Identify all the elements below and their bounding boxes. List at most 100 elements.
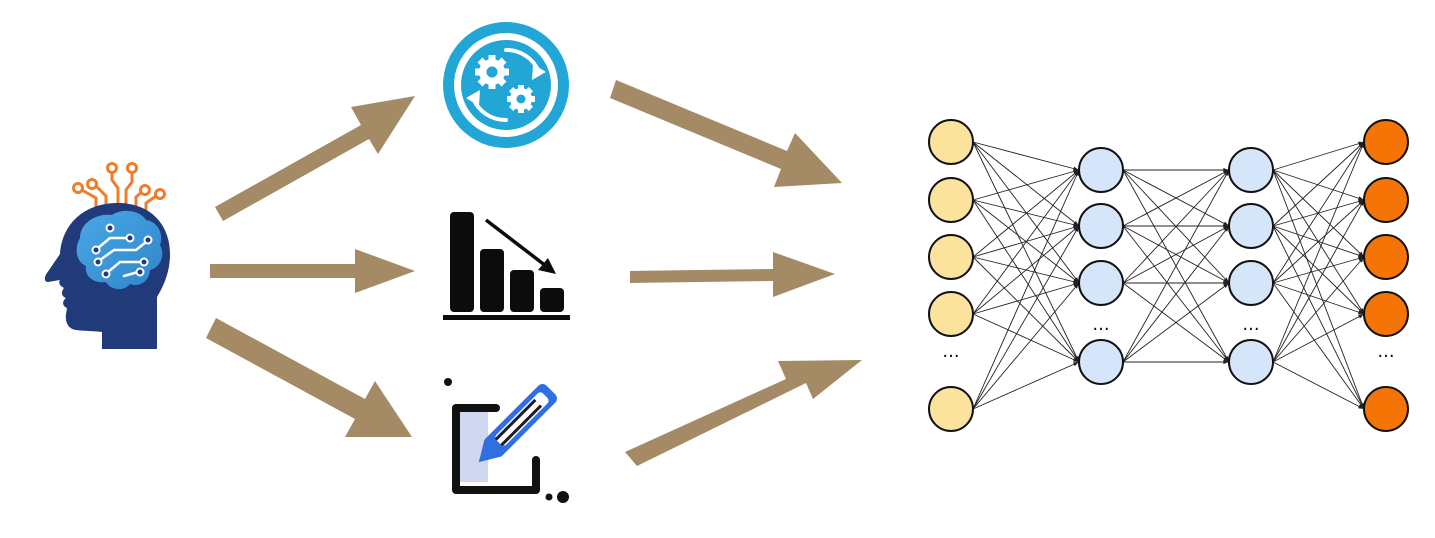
pencil [478,384,557,463]
arrow-head-to-edit [206,318,412,437]
network-edge-arrowhead [1358,308,1364,314]
icon-bar-1 [450,212,474,312]
brain-circuit-dots [91,223,153,279]
hidden-node [1228,203,1274,249]
network-edge [1122,169,1230,227]
network-edge-arrowhead [1358,253,1364,258]
network-edge [972,141,1080,284]
network-edge-arrowhead [1223,280,1229,286]
network-edge-arrowhead [1073,283,1079,289]
network-edge-arrowhead [1073,282,1079,287]
arrow-chart-to-network [630,252,835,297]
icon-bar-2 [480,249,504,312]
hidden-node [1078,203,1124,249]
hidden-node [1228,260,1274,306]
network-edge-arrowhead [1073,357,1079,362]
output-ellipsis: ... [1377,341,1394,362]
network-edge-arrowhead [1358,257,1364,263]
network-edge [1272,282,1365,315]
network-edge [1272,199,1365,363]
decreasing-bar-chart-icon [443,212,570,320]
arrow-edit-to-network [625,360,862,466]
output-node [1363,234,1409,280]
network-edge [1122,282,1230,363]
cycle-arrowhead-bottom [466,90,480,106]
network-edge-arrowhead [1074,170,1079,176]
input-node [928,291,974,337]
network-edge-arrowhead [1073,279,1079,284]
network-edge [1272,169,1365,258]
network-nodes [928,119,1409,432]
hidden-node [1078,260,1124,306]
input-node [928,119,974,165]
network-edge [972,169,1080,201]
ai-brain-head-icon [44,162,171,349]
network-edge [972,361,1080,410]
network-edge-arrowhead [1074,226,1079,232]
output-node [1363,119,1409,165]
network-edge [972,282,1080,315]
network-edge [1272,141,1365,227]
output-node [1363,291,1409,337]
edit-dot-large [557,491,569,503]
icon-trend-line [484,218,548,268]
network-edge [1272,225,1365,410]
arrow-head-to-chart [210,249,415,293]
network-edge [1122,225,1230,363]
edit-dot-top [444,378,452,386]
network-edge [972,141,1080,227]
network-edge [1272,361,1365,410]
network-edge-arrowhead [1359,142,1364,148]
icon-bar-4 [540,288,564,312]
network-edge [1272,256,1365,284]
network-edge [1122,169,1230,363]
edit-dot-small [545,493,553,501]
network-edge [1272,256,1365,363]
network-edge-arrowhead [1359,200,1364,206]
hidden-ellipsis: ... [1242,314,1259,335]
network-edge [972,141,1080,171]
output-node [1363,386,1409,432]
network-edge-arrowhead [1358,251,1364,257]
network-edge-arrowhead [1358,404,1364,409]
network-edge-arrowhead [1358,314,1364,319]
network-edge-arrowhead [1073,166,1079,171]
neural-network-icon: ............ [928,119,1409,432]
network-edge [972,282,1080,410]
output-node [1363,177,1409,223]
network-edge [1272,141,1365,171]
input-node [928,234,974,280]
input-node [928,386,974,432]
network-edge-arrowhead [1073,362,1079,367]
network-edges [972,141,1365,410]
network-edge-arrowhead [1359,403,1364,409]
arrow-automation-to-network [610,80,842,187]
network-edge [1122,225,1230,284]
network-edge-arrowhead [1224,170,1229,176]
network-edge-arrowhead [1223,283,1229,289]
network-edge [972,169,1080,315]
network-edge-arrowhead [1358,310,1364,315]
input-node [928,177,974,223]
input-ellipsis: ... [942,341,959,362]
icon-baseline [443,315,570,320]
network-edge [1122,169,1230,284]
network-edge [1272,141,1365,363]
network-edge-arrowhead [1223,356,1229,362]
network-edge [1272,199,1365,284]
icon-bar-3 [510,270,534,312]
cycle-arrowhead-top [532,64,546,80]
network-edge [1272,169,1365,410]
network-edge-arrowhead [1358,196,1364,201]
network-edge-arrowhead [1223,359,1229,365]
edit-pencil-icon [444,378,569,503]
network-edge-arrowhead [1073,222,1079,227]
gear-small-icon [507,85,535,113]
hidden-ellipsis: ... [1092,314,1109,335]
hidden-node [1078,147,1124,193]
gear-large-icon [475,55,509,89]
network-edge [1272,141,1365,284]
network-edge [972,225,1080,315]
